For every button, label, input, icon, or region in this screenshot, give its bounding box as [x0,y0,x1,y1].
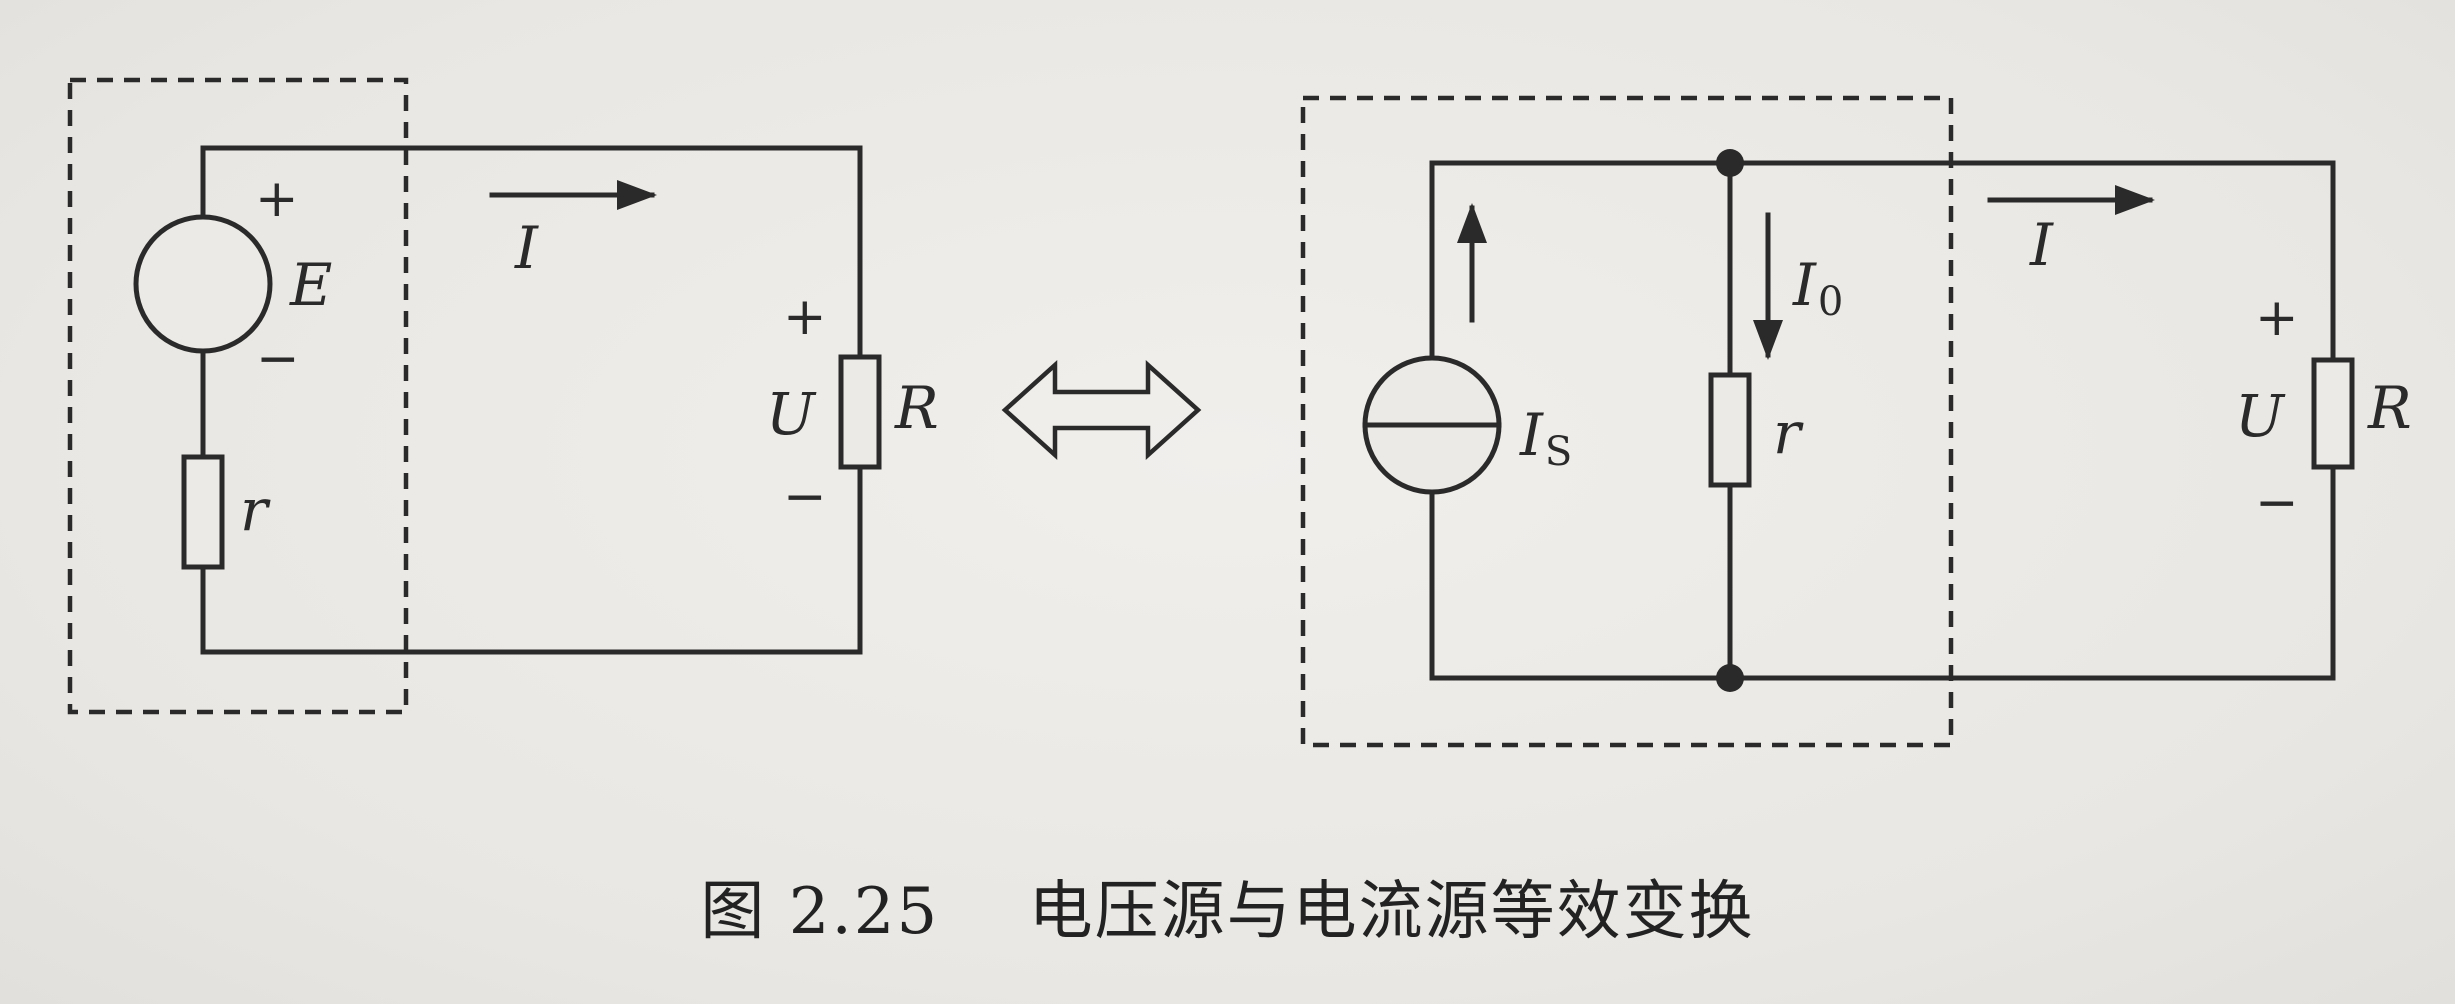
bottom-wire [200,464,863,655]
source-e-label: E [289,251,332,319]
current-label: I [2029,211,2054,279]
source-boundary-box [1300,95,1954,748]
load-label: R [2367,374,2412,442]
voltage-source-circuit: + E − r I + U − R [67,77,939,715]
figure-caption: 图 2.25 电压源与电流源等效变换 [0,860,2455,952]
shunt-resistor [1708,372,1752,488]
current-source-label: IS [1519,401,1572,475]
shunt-resistor-label: r [1773,399,1804,467]
voltage-source-symbol [133,214,273,354]
source-minus-sign: − [256,329,300,389]
voltage-label: U [766,380,817,448]
top-wire [200,145,863,355]
equivalence-double-arrow-icon [1001,359,1202,461]
voltage-plus-sign: + [783,287,827,347]
source-boundary-box [67,77,409,715]
internal-resistor-label: r [240,476,271,544]
voltage-minus-sign: − [2255,473,2299,533]
current-label: I [514,214,539,282]
current-source-circuit: IS r I0 I + U − R [1300,95,2412,748]
top-wire [1429,160,2336,360]
shunt-current-label: I0 [1792,251,1843,325]
voltage-label: U [2235,382,2286,450]
bottom-junction-node [1716,664,1744,692]
current-source-label-main: I [1519,401,1544,469]
bottom-wire [1727,464,2336,681]
internal-resistor [181,454,225,570]
current-source-label-subscript: S [1545,429,1572,475]
load-label: R [894,374,939,442]
current-source-bottom-wire [1429,489,1733,681]
load-resistor [838,354,882,470]
load-resistor [2311,357,2355,470]
figure-number: 图 2.25 [700,875,940,949]
top-junction-node [1716,149,1744,177]
source-plus-sign: + [255,169,299,229]
voltage-minus-sign: − [783,467,827,527]
shunt-current-label-main: I [1792,251,1817,319]
shunt-current-label-subscript: 0 [1818,279,1843,325]
figure-title: 电压源与电流源等效变换 [1028,875,1755,949]
voltage-plus-sign: + [2255,288,2299,348]
